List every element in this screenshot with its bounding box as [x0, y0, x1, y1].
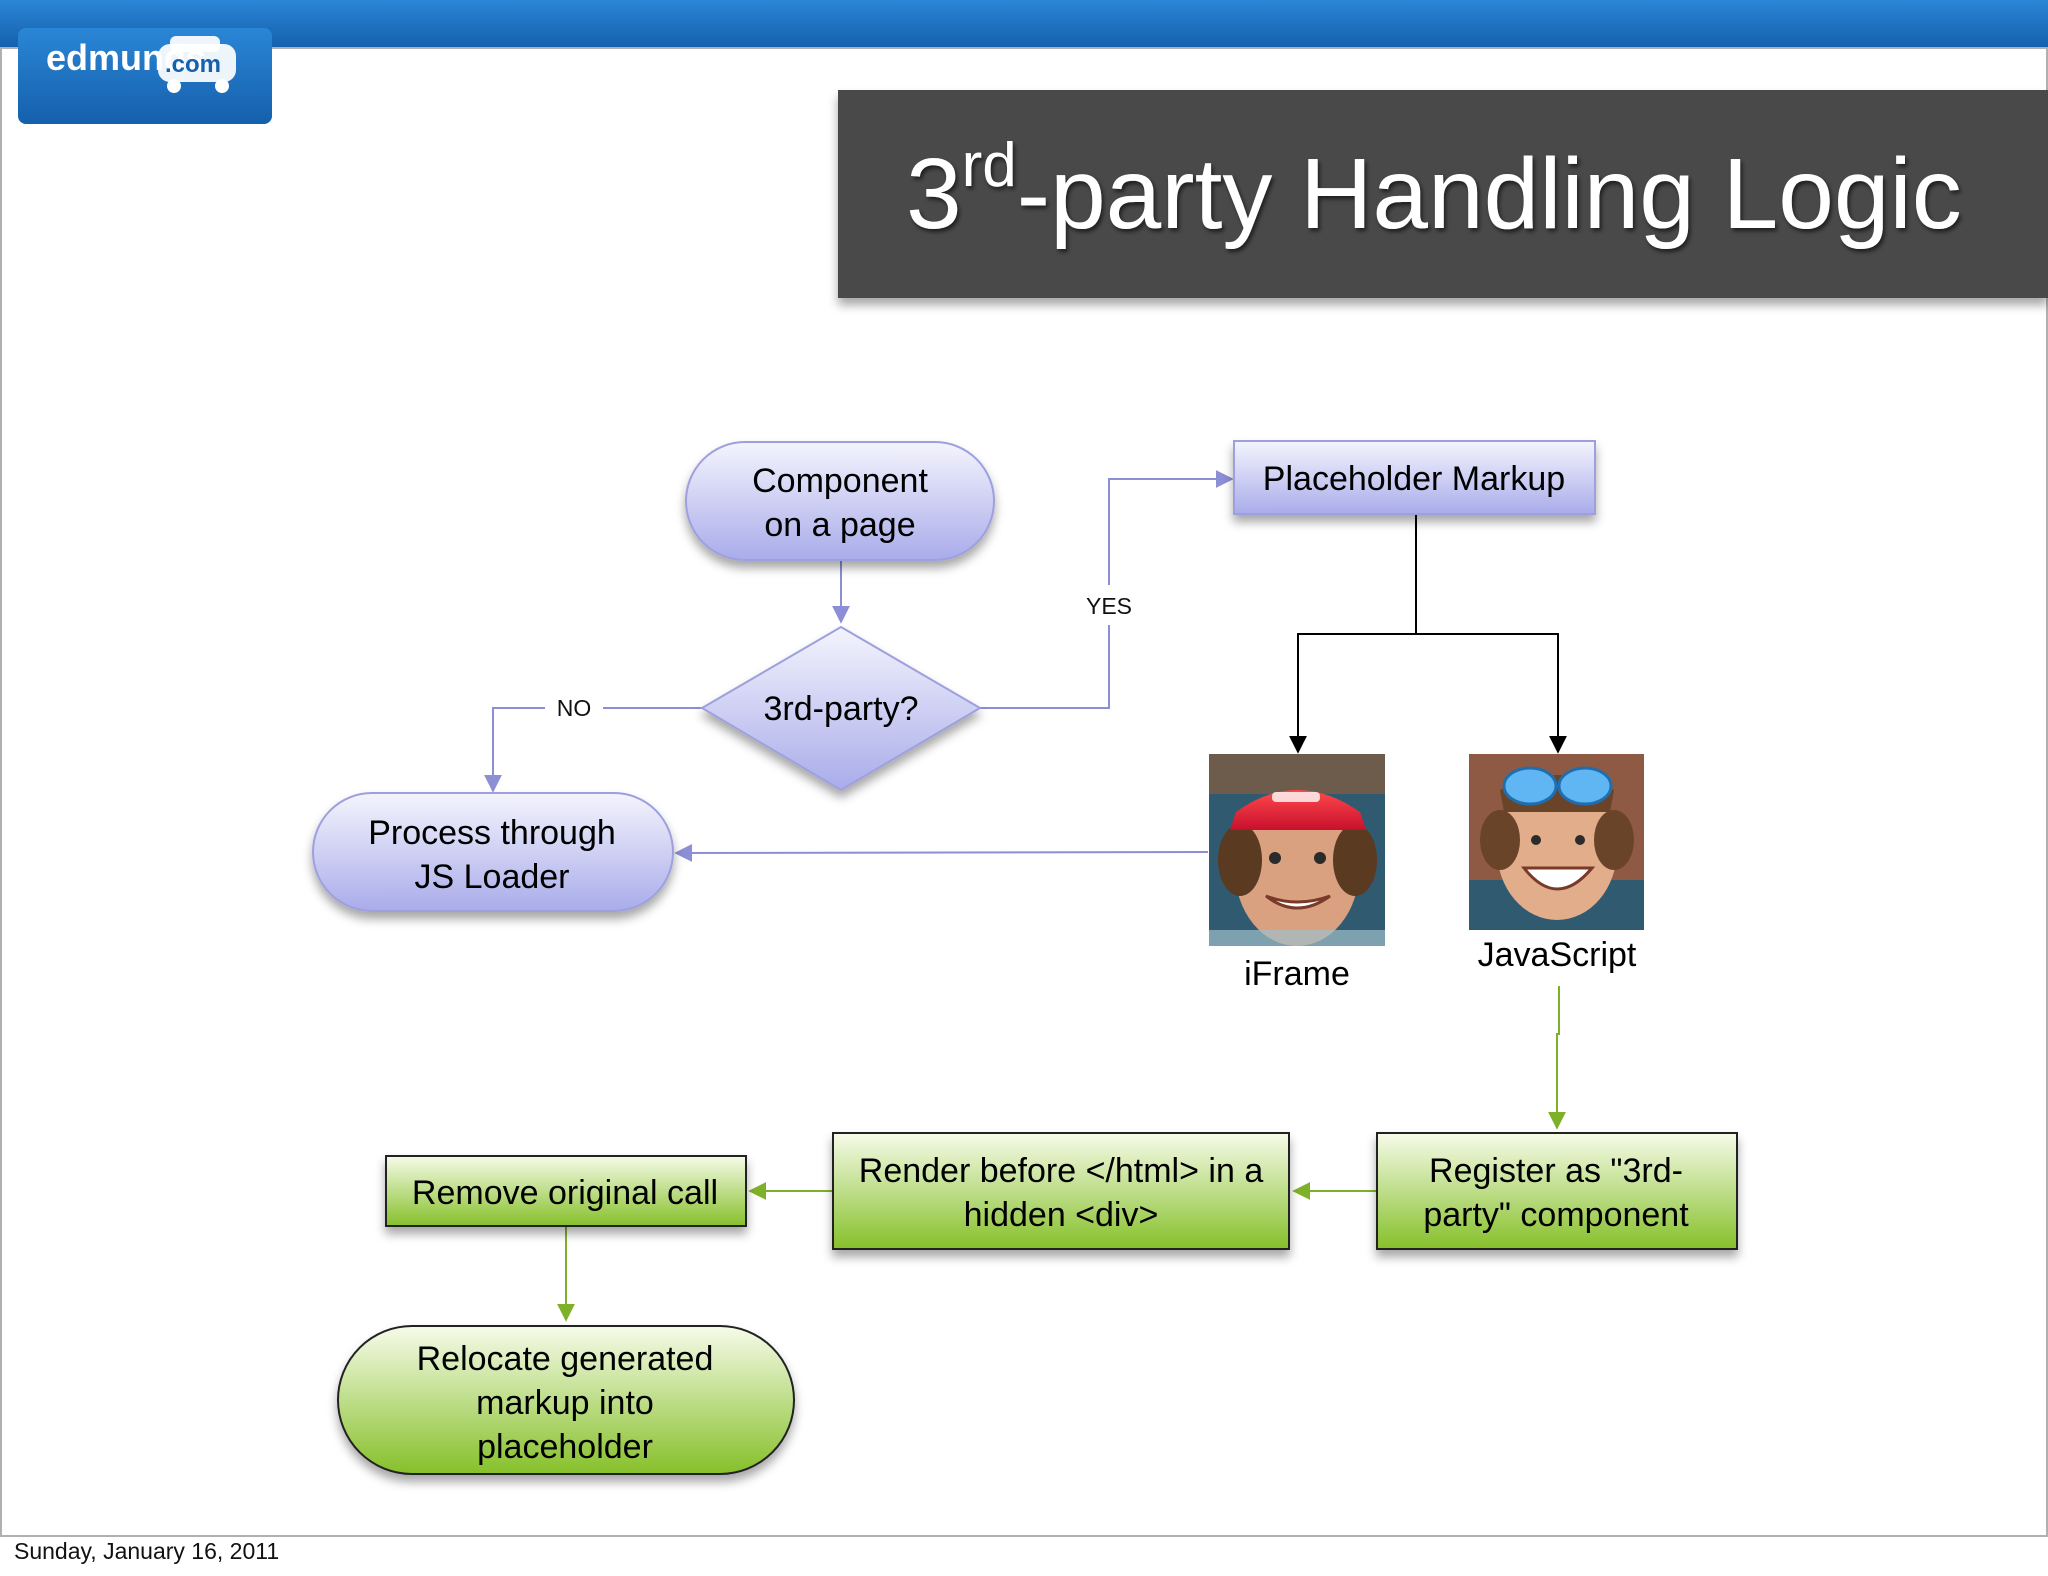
edge-label-yes: YES — [1086, 593, 1132, 619]
svg-text:party" component: party" component — [1423, 1196, 1689, 1234]
edge-iframe-to-process — [674, 843, 1209, 862]
svg-text:placeholder: placeholder — [477, 1428, 653, 1466]
svg-text:on a page: on a page — [764, 506, 915, 544]
svg-text:JavaScript: JavaScript — [1478, 936, 1637, 974]
edge-decision-no — [484, 707, 703, 793]
svg-text:JS Loader: JS Loader — [415, 858, 570, 896]
node-javascript: JavaScript — [1469, 754, 1644, 974]
edge-label-no: NO — [557, 695, 592, 721]
title-band — [838, 90, 2048, 298]
svg-text:Placeholder Markup: Placeholder Markup — [1263, 460, 1565, 498]
edge-placeholder-to-javascript — [1416, 633, 1567, 754]
svg-text:Remove original call: Remove original call — [412, 1174, 718, 1212]
iframe-face-photo — [1209, 754, 1385, 946]
svg-text:hidden <div>: hidden <div> — [964, 1196, 1159, 1234]
svg-text:.com: .com — [165, 51, 221, 78]
svg-text:Component: Component — [752, 462, 928, 500]
edmunds-logo: edmunds .com — [18, 28, 272, 124]
javascript-face-photo — [1469, 754, 1644, 930]
svg-text:markup into: markup into — [476, 1384, 654, 1422]
edge-placeholder-to-iframe — [1289, 633, 1416, 754]
node-process-js-loader: Process through JS Loader — [312, 792, 674, 912]
header-bar — [0, 0, 2048, 48]
slide-border — [0, 47, 2048, 1537]
svg-text:3rd-party?: 3rd-party? — [764, 690, 919, 728]
svg-text:iFrame: iFrame — [1244, 955, 1350, 993]
svg-text:Register as "3rd-: Register as "3rd- — [1429, 1152, 1683, 1190]
node-placeholder-markup: Placeholder Markup — [1233, 440, 1596, 515]
node-remove-original-call: Remove original call — [385, 1155, 747, 1227]
node-decision: 3rd-party? — [700, 625, 982, 792]
svg-text:Render before </html> in a: Render before </html> in a — [859, 1152, 1264, 1190]
node-relocate: Relocate generated markup into placehold… — [337, 1325, 795, 1475]
car-icon — [158, 36, 236, 93]
svg-text:Relocate generated: Relocate generated — [417, 1340, 714, 1378]
edge-javascript-to-register — [1548, 986, 1566, 1130]
slide-title: 3rd-party Handling Logic — [906, 131, 1962, 250]
node-component: Component on a page — [685, 441, 995, 561]
node-iframe: iFrame — [1209, 754, 1385, 993]
svg-text:Process through: Process through — [368, 814, 616, 852]
footer-date: Sunday, January 16, 2011 — [14, 1538, 280, 1564]
node-render: Render before </html> in a hidden <div> — [832, 1132, 1290, 1250]
node-register: Register as "3rd- party" component — [1376, 1132, 1738, 1250]
edges: YES NO — [484, 470, 1567, 1322]
